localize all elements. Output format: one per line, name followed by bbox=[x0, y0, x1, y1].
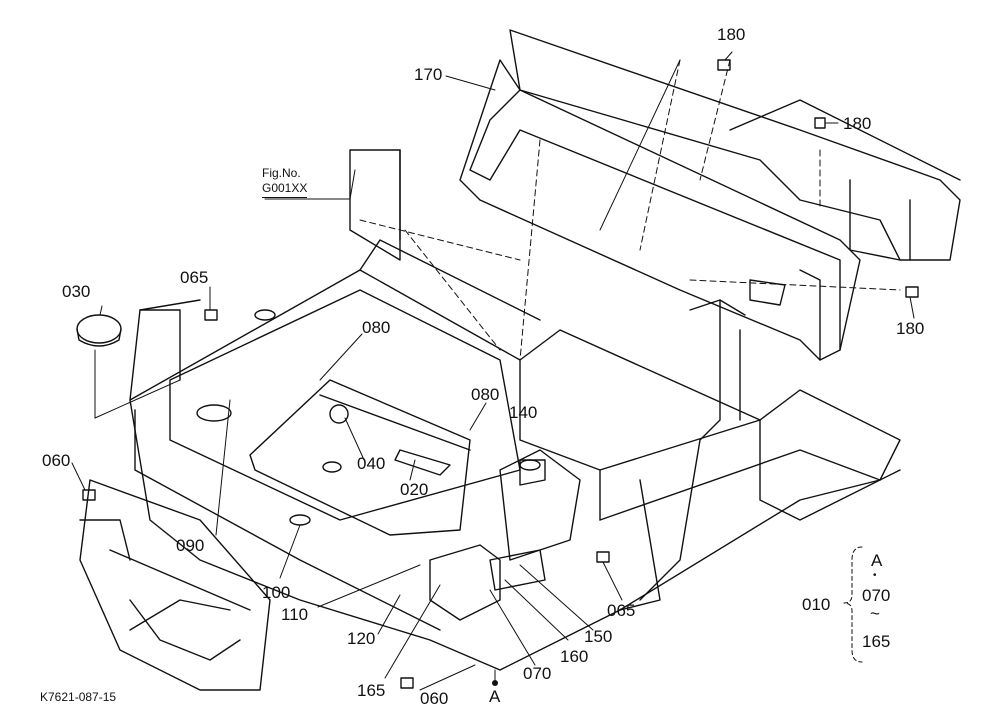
figure-code: K7621-087-15 bbox=[40, 690, 117, 704]
callout-060-left: 060 bbox=[42, 451, 71, 470]
rear-frame bbox=[509, 29, 961, 261]
callout-165-bottom: 165 bbox=[357, 681, 386, 700]
callout-070: 070 bbox=[523, 664, 552, 683]
callout-point-a: A bbox=[489, 687, 501, 706]
plug-030 bbox=[76, 314, 122, 347]
panel-170 bbox=[459, 59, 861, 361]
group-dot: • bbox=[873, 570, 877, 581]
callout-110: 110 bbox=[281, 605, 309, 624]
callout-090: 090 bbox=[176, 536, 205, 555]
callout-180-lower: 180 bbox=[896, 319, 925, 338]
callout-100: 100 bbox=[262, 583, 291, 602]
callout-120: 120 bbox=[347, 629, 376, 648]
callout-170: 170 bbox=[414, 65, 443, 84]
callout-040: 040 bbox=[357, 454, 386, 473]
callout-160: 160 bbox=[560, 647, 589, 666]
callout-060-bottom: 060 bbox=[420, 689, 449, 708]
seat-base bbox=[129, 149, 401, 401]
group-end-165: 165 bbox=[862, 632, 891, 651]
callout-065-right: 065 bbox=[607, 601, 636, 620]
group-010-label: 010 bbox=[802, 595, 831, 614]
callout-030: 030 bbox=[62, 282, 91, 301]
hidden-lines bbox=[359, 59, 901, 361]
leader-lines bbox=[71, 51, 915, 691]
figure-ref-number: G001XX bbox=[262, 181, 308, 198]
callout-150: 150 bbox=[584, 627, 613, 646]
figure-ref-label: Fig.No. bbox=[262, 166, 301, 180]
group-top-a: A bbox=[871, 551, 883, 570]
front-lower-frame bbox=[79, 479, 271, 691]
callout-080-left: 080 bbox=[362, 318, 391, 337]
group-start-070: 070 bbox=[862, 586, 891, 605]
group-bracket bbox=[843, 546, 863, 663]
callout-080-right: 080 bbox=[471, 385, 500, 404]
callout-020: 020 bbox=[400, 480, 429, 499]
figure-reference: Fig.No. G001XX bbox=[262, 166, 308, 198]
callout-180-right: 180 bbox=[843, 114, 872, 133]
callout-065-left: 065 bbox=[180, 268, 209, 287]
console bbox=[429, 449, 581, 621]
callout-180-top: 180 bbox=[717, 25, 746, 44]
point-a-dot bbox=[492, 680, 498, 686]
frame-outline bbox=[129, 239, 901, 671]
callout-140: 140 bbox=[509, 403, 538, 422]
group-tilde: ~ bbox=[870, 604, 880, 623]
bolts bbox=[82, 59, 919, 689]
